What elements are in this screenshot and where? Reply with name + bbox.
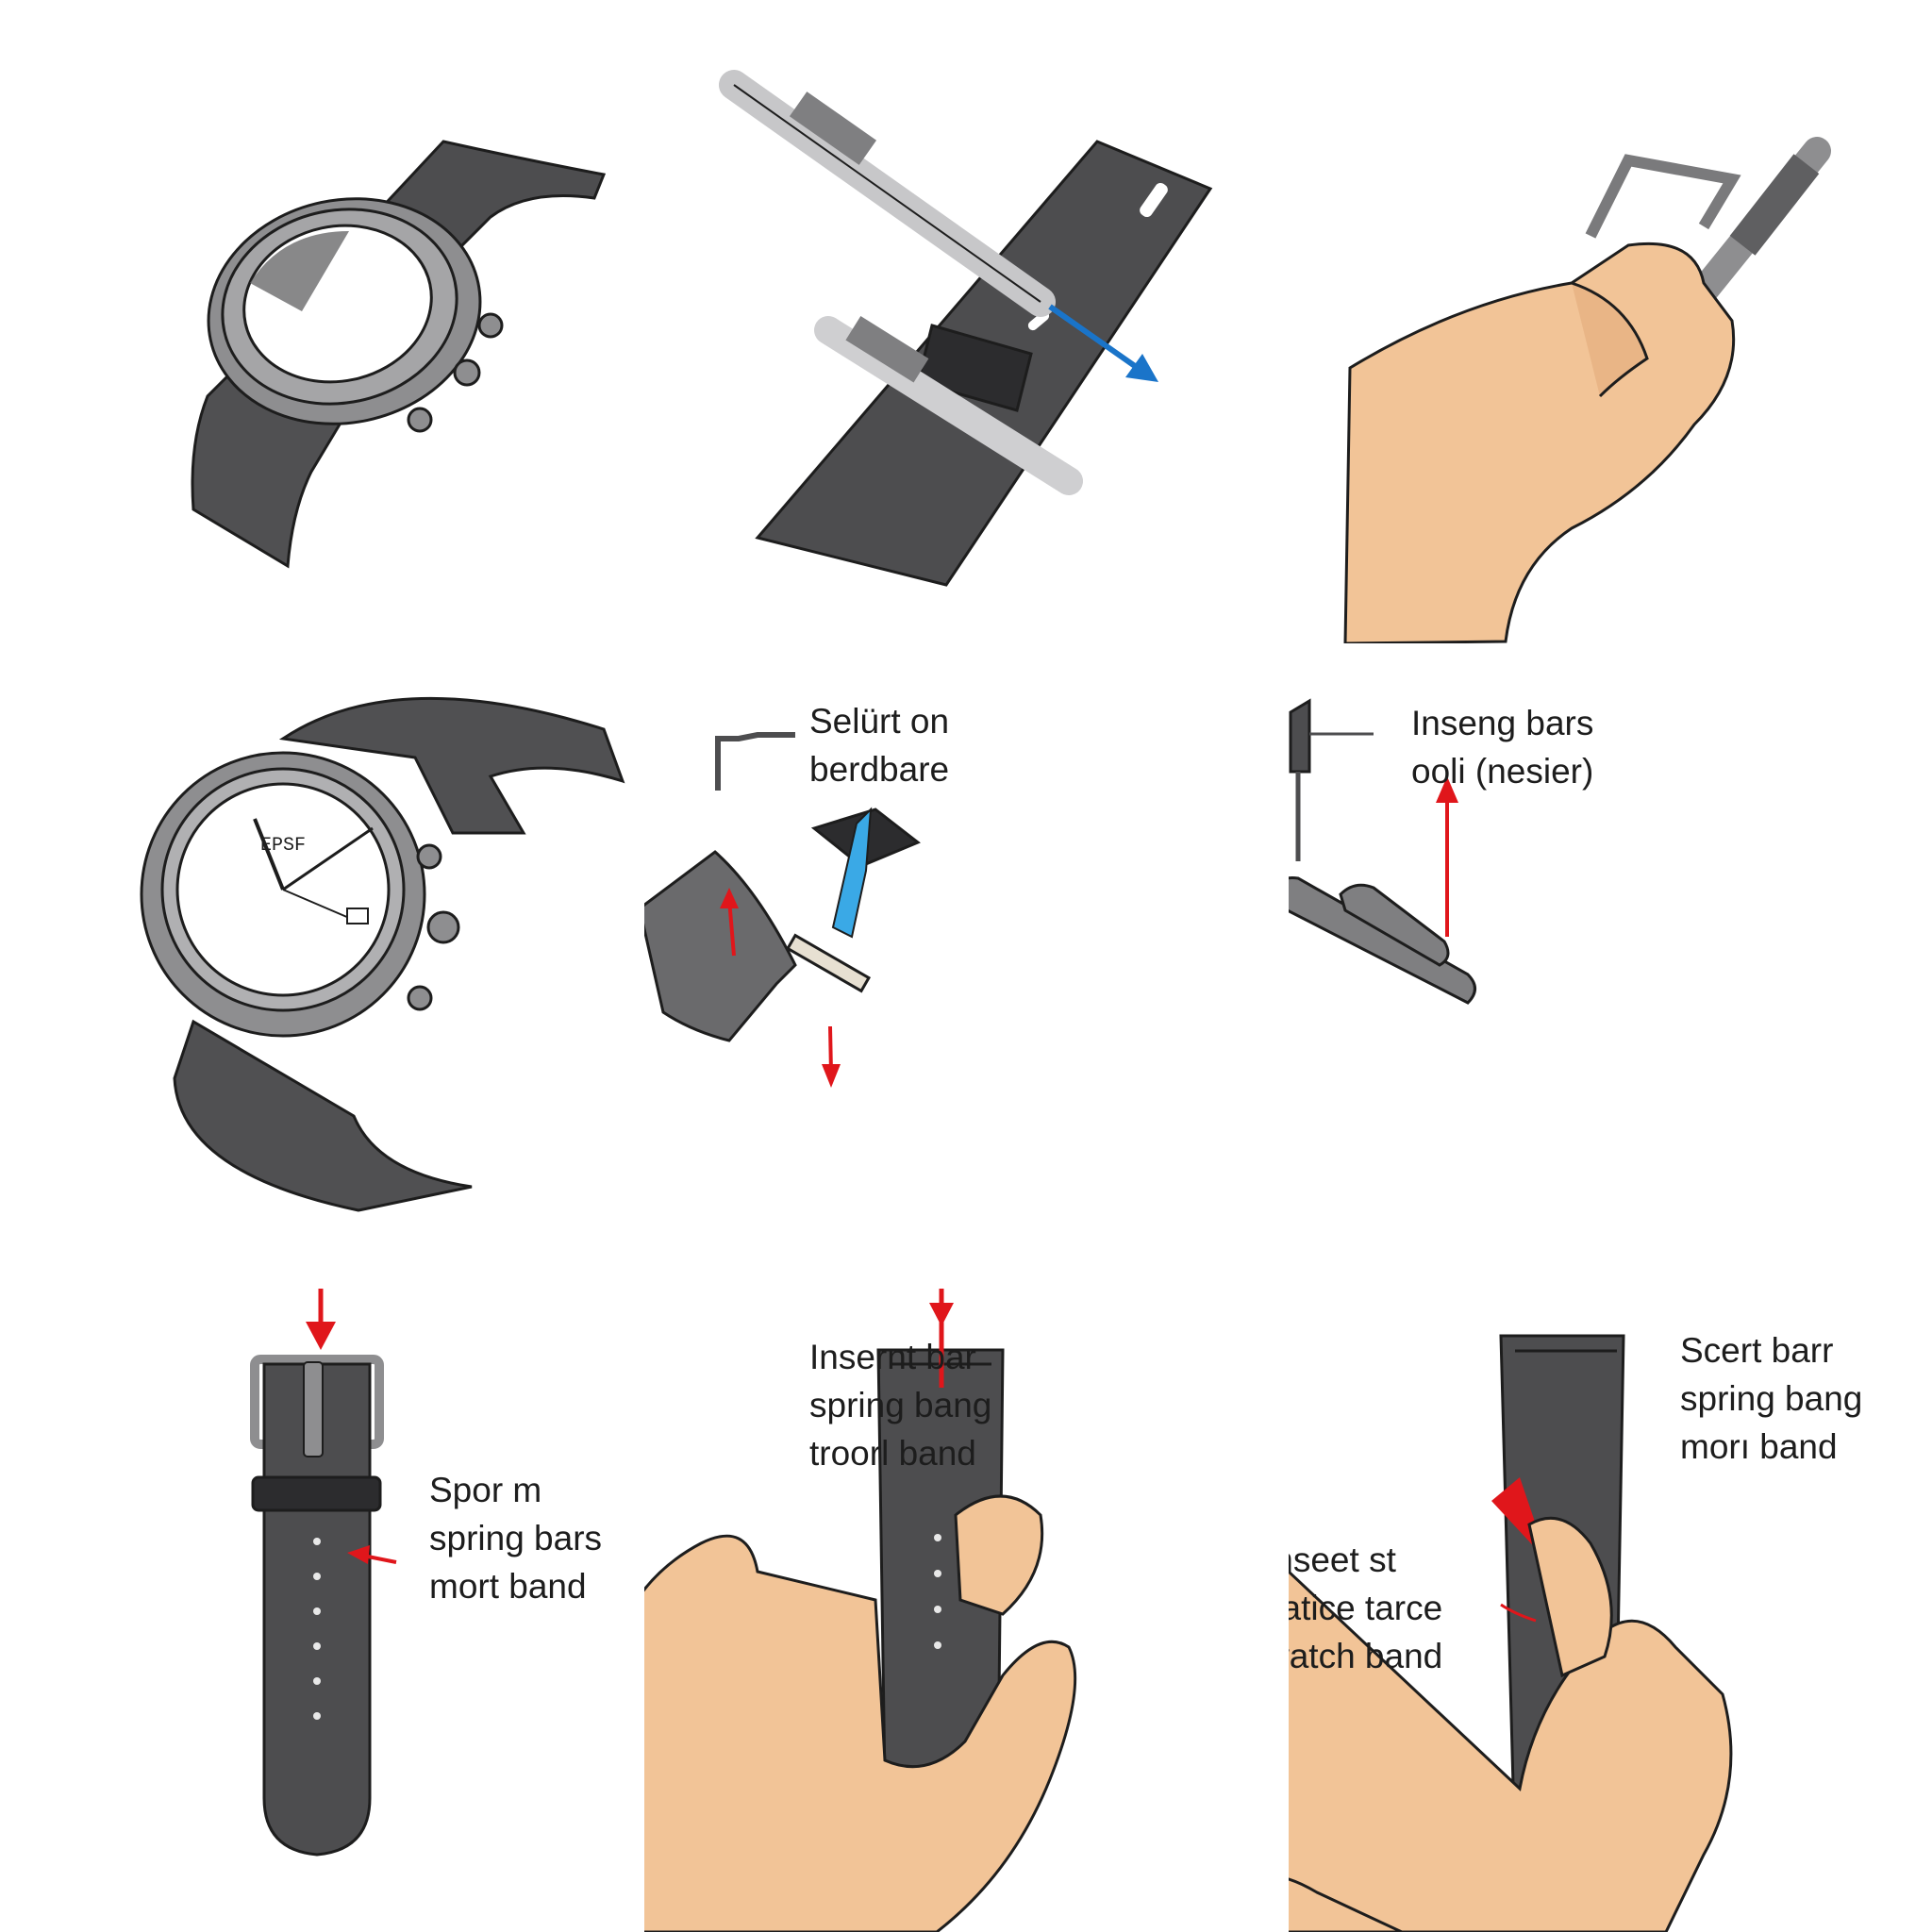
- index-finger: [1289, 1877, 1403, 1932]
- caption-p9a-line2: spring bang: [1680, 1379, 1863, 1418]
- caption-p7: Spor m spring bars mort band: [429, 1466, 602, 1610]
- tweezer-lower: [814, 316, 1083, 495]
- second-hand: [282, 889, 350, 919]
- tweezers-strap-illustration: [719, 70, 1213, 587]
- strap-hole-1: [313, 1538, 321, 1545]
- blue-arrow-shaft: [1048, 304, 1146, 375]
- hand: [644, 1534, 1077, 1932]
- strap-hole-3: [313, 1607, 321, 1615]
- crown-button: [477, 312, 504, 339]
- caption-p7-line2: spring bars: [429, 1519, 603, 1557]
- caption-p9a-line3: morı band: [1680, 1427, 1838, 1466]
- pusher-top: [453, 358, 481, 387]
- strap-buckle-illustration: [250, 1289, 397, 1857]
- long-link-bar: [1289, 876, 1476, 1005]
- tweezer-upper-outline: [733, 84, 1041, 303]
- hand: [1343, 242, 1736, 643]
- pusher-top: [416, 843, 442, 870]
- lower-strap: [173, 1019, 473, 1212]
- caption-p9b-line2: satice tarce: [1289, 1589, 1443, 1627]
- hand-tool-illustration: [1343, 137, 1831, 643]
- hand-insert-illustration: [1289, 1334, 1733, 1932]
- thumb: [1527, 1516, 1613, 1678]
- hand: [1289, 1570, 1733, 1932]
- caption-p5: Selürt on berdbare: [809, 697, 949, 793]
- blue-arrow-head: [1125, 354, 1158, 382]
- red-marker: [1491, 1477, 1541, 1555]
- caption-p8-line1: Insernt bar: [809, 1338, 976, 1376]
- watch-dial-illustration: EPSF: [140, 696, 625, 1212]
- minute-hand: [282, 826, 374, 891]
- buckle-prong: [303, 1361, 324, 1457]
- upper-strap: [278, 696, 625, 835]
- curved-lug: [644, 850, 797, 1042]
- strap-slot: [1140, 182, 1168, 218]
- spring-bar-hook: [715, 732, 795, 791]
- bars-illustration: [1289, 698, 1476, 1005]
- exploded-bar-illustration: [644, 732, 921, 1088]
- caption-p6-line1: Inseng bars: [1411, 704, 1594, 742]
- hand-strap-illustration: [644, 1289, 1077, 1932]
- tweezer-lower-grip: [845, 316, 929, 383]
- keeper-loop: [251, 1475, 382, 1512]
- buckle-frame: [1585, 154, 1741, 239]
- caption-p9b-line1: Inseet st: [1289, 1541, 1396, 1579]
- short-link-bar: [1339, 883, 1450, 967]
- panel-exploded-bar: Selürt on berdbare: [644, 644, 1288, 1288]
- red-arrow-down-head: [306, 1322, 336, 1350]
- panel-bars: Inseng bars ooli (nesier): [1289, 644, 1932, 1288]
- strap-hole-4: [934, 1641, 941, 1649]
- red-arrow-up-head: [1436, 776, 1458, 803]
- caption-p7-line3: mort band: [429, 1567, 587, 1606]
- red-arrow-left-shaft: [362, 1554, 397, 1564]
- caption-p9b-line3: watch band: [1289, 1637, 1443, 1675]
- caption-p7-line1: Spor m: [429, 1471, 542, 1509]
- strap-hole-4: [313, 1642, 321, 1650]
- panel-watch-bezel: [0, 0, 643, 643]
- tweezer-upper-grip: [789, 92, 877, 165]
- caption-p9a-line1: Scert barr: [1680, 1331, 1834, 1370]
- caption-p5-line1: Selürt on: [809, 702, 950, 741]
- strap-hole-5: [313, 1677, 321, 1685]
- dial-shadow: [250, 231, 349, 311]
- strap-hole-6: [313, 1712, 321, 1720]
- panel-hand-strap: Insernt bar spring bang troorl band: [644, 1289, 1288, 1932]
- spring-bar-piece: [785, 933, 872, 993]
- panel-tweezers-strap: [644, 0, 1288, 643]
- caption-p9b: Inseet st satice tarce watch band: [1289, 1536, 1442, 1680]
- date-window: [346, 908, 369, 924]
- red-mark-line: [1500, 1603, 1537, 1623]
- caption-p8-line2: spring bang: [809, 1386, 992, 1424]
- pin-tool-grip: [1729, 154, 1820, 256]
- panel-watch-dial: EPSF: [0, 644, 643, 1288]
- red-arrow-left-head: [347, 1545, 370, 1564]
- pusher-bottom: [407, 985, 433, 1011]
- caption-p6-line2: ooli (nesier): [1411, 752, 1594, 791]
- crown-button: [426, 910, 460, 944]
- red-arrow-up-head: [720, 888, 739, 908]
- panel-hand-insert: Scert barr spring bang morı band Inseet …: [1289, 1289, 1932, 1932]
- thumb: [1571, 281, 1649, 398]
- caption-p8-line3: troorl band: [809, 1434, 976, 1473]
- caption-p9a: Scert barr spring bang morı band: [1680, 1326, 1862, 1471]
- red-arrow-down-head: [929, 1303, 954, 1326]
- blue-marker: [831, 807, 873, 939]
- caption-p8: Insernt bar spring bang troorl band: [809, 1333, 991, 1477]
- panel-hand-tool: [1289, 0, 1932, 643]
- fingers: [954, 1494, 1044, 1616]
- red-arrow-down-head: [822, 1064, 841, 1088]
- hour-hand: [253, 818, 285, 891]
- strap-hole-2: [934, 1570, 941, 1577]
- bar-hook-tool: [1289, 698, 1311, 774]
- strap-hole-2: [313, 1573, 321, 1580]
- caption-p6: Inseng bars ooli (nesier): [1411, 699, 1593, 795]
- caption-p5-line2: berdbare: [809, 750, 950, 789]
- watch-bezel-illustration: [191, 140, 607, 569]
- pusher-bottom: [407, 407, 433, 433]
- strap-hole-1: [934, 1534, 941, 1541]
- strap-hole-3: [934, 1606, 941, 1613]
- panel-strap-buckle: Spor m spring bars mort band: [0, 1289, 643, 1932]
- dial-logo: EPSF: [260, 835, 306, 857]
